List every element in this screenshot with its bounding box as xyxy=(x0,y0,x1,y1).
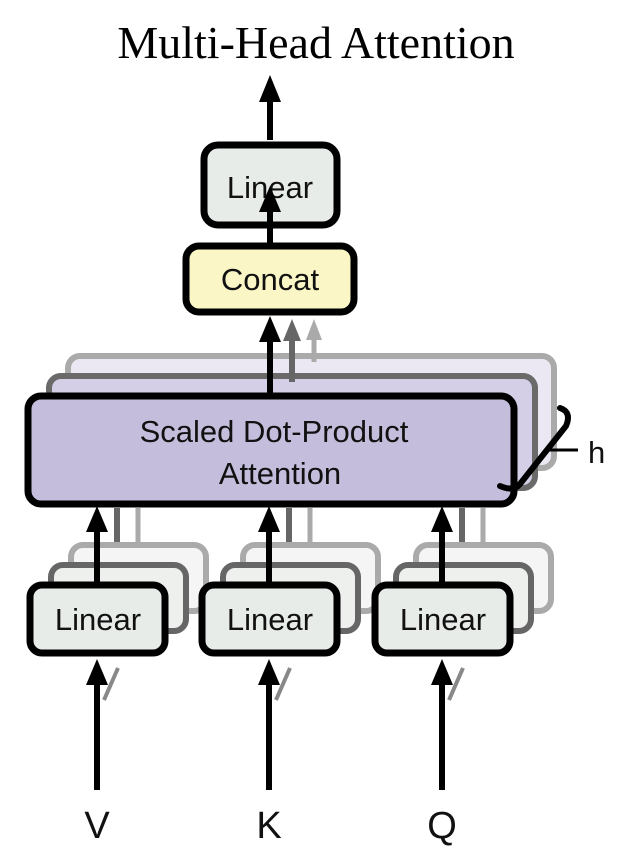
diagram-title: Multi-Head Attention xyxy=(117,17,514,68)
scaled-dot-product-attention-block: Scaled Dot-Product Attention xyxy=(24,392,518,508)
linear-k-label: Linear xyxy=(227,602,313,637)
attention-label-line1: Scaled Dot-Product xyxy=(140,414,409,449)
linear-column-q: Linear xyxy=(371,506,554,790)
linear-v-label: Linear xyxy=(55,602,141,637)
input-v-label: V xyxy=(84,805,110,847)
heads-brace: h xyxy=(497,405,605,492)
output-arrow xyxy=(259,75,281,140)
concat-block: Concat xyxy=(182,242,358,316)
input-k-label: K xyxy=(256,805,281,847)
concat-to-linear-arrow xyxy=(259,186,281,245)
linear-column-k: Linear xyxy=(198,506,381,790)
attention-label-line2: Attention xyxy=(219,456,341,491)
linear-q-label: Linear xyxy=(400,602,486,637)
concat-label: Concat xyxy=(221,262,320,297)
input-q-label: Q xyxy=(427,805,457,847)
head-outputs-arrows xyxy=(259,316,322,400)
linear-column-v: Linear xyxy=(26,506,209,790)
heads-label: h xyxy=(588,435,605,470)
